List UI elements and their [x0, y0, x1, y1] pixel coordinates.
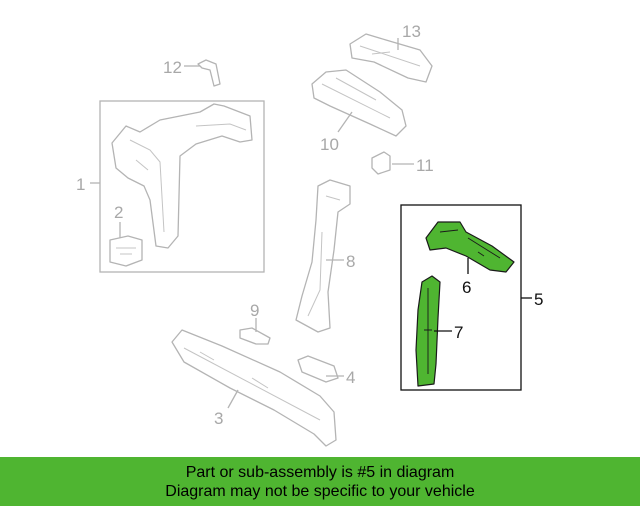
part-9-plate[interactable]	[239, 327, 271, 345]
part-7-pillar-detail	[424, 288, 432, 374]
part-6-panel[interactable]	[425, 221, 515, 273]
callout-leader-3	[227, 389, 239, 409]
part-2-bracket-detail	[116, 247, 136, 255]
callout-2[interactable]: 2	[114, 203, 123, 222]
part-10-rail-detail	[321, 77, 391, 119]
banner-line-2: Diagram may not be specific to your vehi…	[165, 482, 475, 500]
part-12-clip[interactable]	[197, 59, 221, 87]
part-1-frame	[99, 100, 265, 273]
part-4-pad[interactable]	[297, 355, 339, 383]
callout-1[interactable]: 1	[76, 175, 85, 194]
part-3-rocker[interactable]	[171, 329, 337, 447]
callout-3[interactable]: 3	[214, 409, 223, 428]
callout-4[interactable]: 4	[346, 368, 355, 387]
part-8-pillar-detail	[307, 195, 341, 317]
callout-12[interactable]: 12	[163, 58, 182, 77]
part-2-bracket	[109, 235, 143, 267]
part-8-pillar[interactable]	[295, 179, 351, 333]
part-11-bracket[interactable]	[371, 151, 391, 175]
part-1-pillar	[111, 103, 253, 249]
callout-7[interactable]: 7	[454, 323, 463, 342]
exploded-parts-diagram: 1 2 12 13 10 11 8 9 4	[76, 22, 543, 447]
callout-leader-10	[337, 111, 353, 133]
callout-10[interactable]: 10	[320, 135, 339, 154]
callout-11[interactable]: 11	[416, 156, 434, 175]
callout-9[interactable]: 9	[250, 301, 259, 320]
callout-8[interactable]: 8	[346, 252, 355, 271]
part-6-panel-detail	[439, 229, 501, 259]
part-1-pillar-detail	[129, 123, 247, 233]
callout-5[interactable]: 5	[534, 290, 543, 309]
part-5-group[interactable]	[400, 204, 522, 391]
part-13-rail-detail	[359, 45, 421, 67]
callout-13[interactable]: 13	[402, 22, 421, 41]
diagram-notice-banner: Part or sub-assembly is #5 in diagram Di…	[0, 457, 640, 506]
part-1-group[interactable]	[99, 100, 265, 273]
part-3-rocker-detail	[183, 347, 321, 421]
part-13-rail[interactable]	[349, 33, 433, 83]
banner-line-1: Part or sub-assembly is #5 in diagram	[185, 463, 455, 481]
callout-6[interactable]: 6	[462, 278, 471, 297]
